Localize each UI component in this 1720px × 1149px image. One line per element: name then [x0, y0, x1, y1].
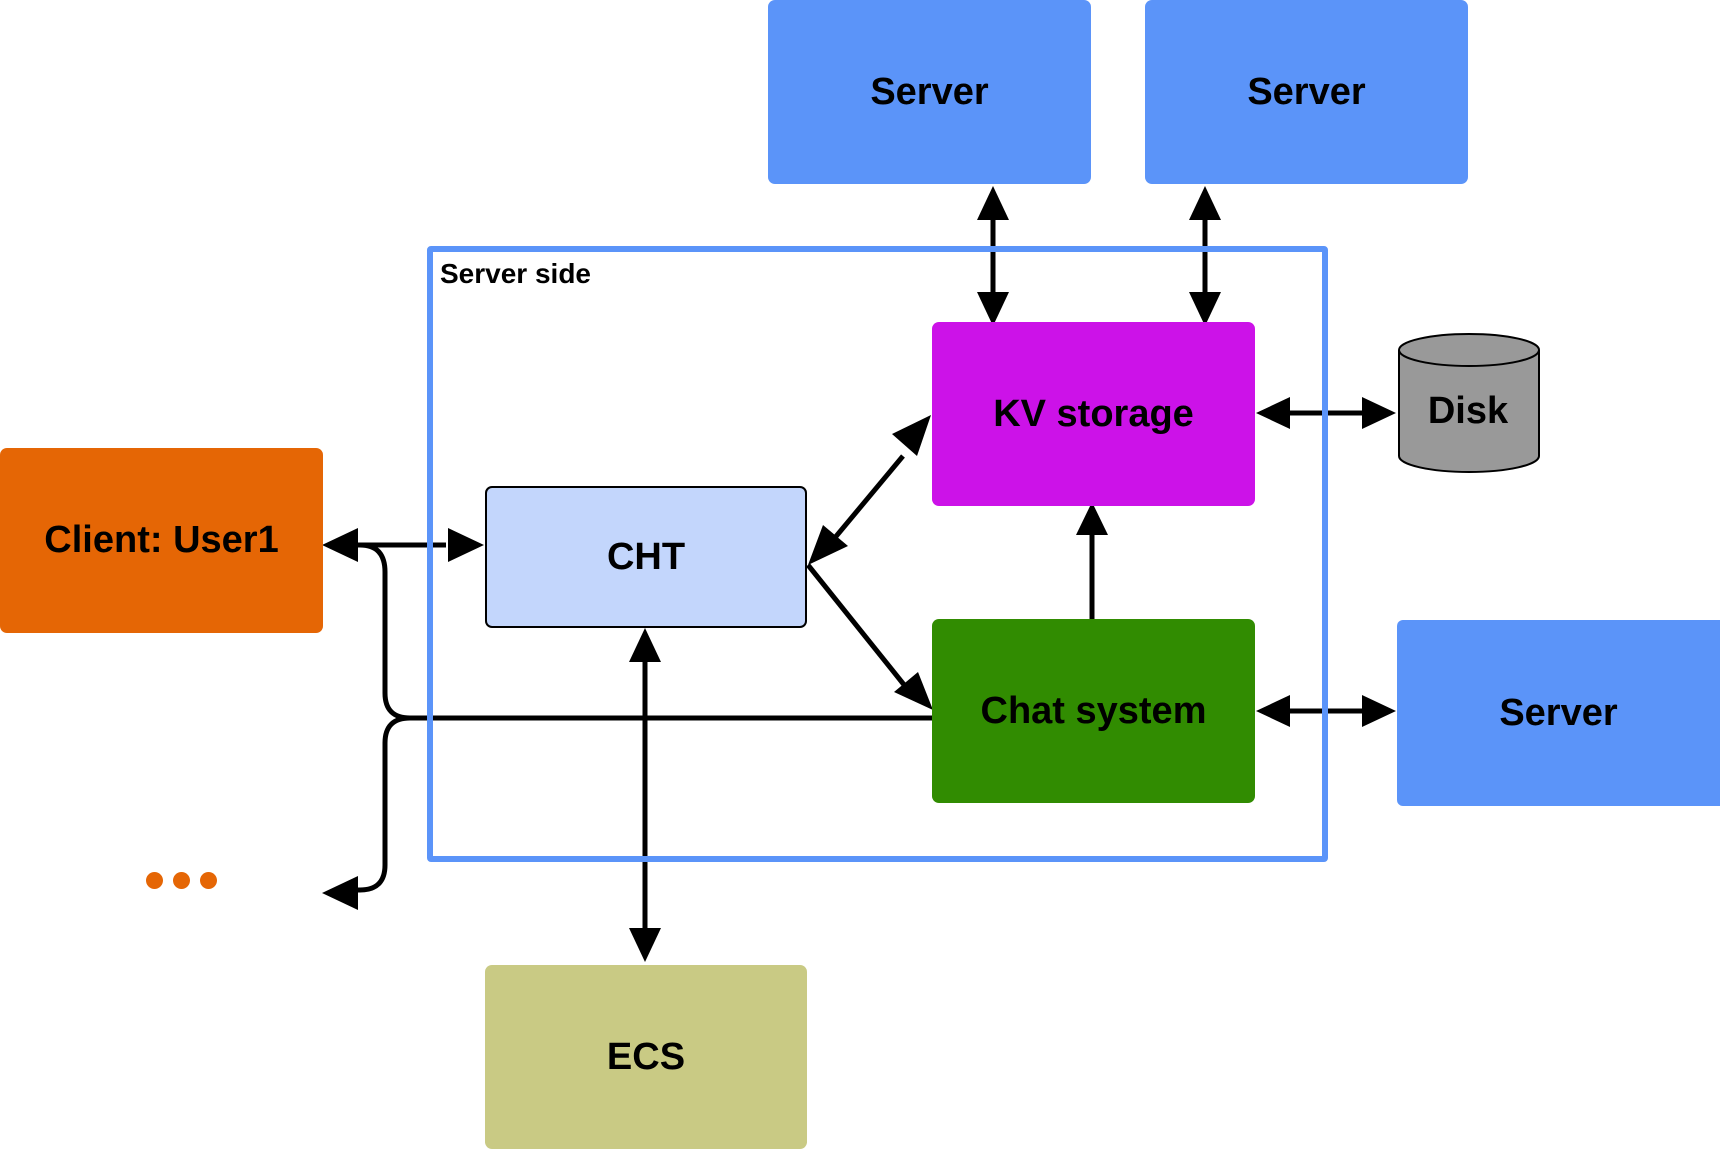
- ellipsis-dot: [173, 872, 190, 889]
- client-node[interactable]: Client: User1: [0, 448, 323, 633]
- arrowhead-server-r: [1362, 695, 1396, 727]
- disk-top: [1398, 333, 1540, 367]
- arrowhead-chat-right: [1256, 695, 1290, 727]
- server-top-right-node[interactable]: Server: [1145, 0, 1468, 184]
- server-right-node[interactable]: Server: [1397, 620, 1720, 806]
- arrowhead-kv-top-left: [977, 292, 1009, 326]
- ellipsis-dot: [146, 872, 163, 889]
- arrowhead-client: [322, 528, 358, 562]
- arrowhead-kv-right: [1256, 397, 1290, 429]
- arrowhead-cht-right-upper: [808, 525, 848, 565]
- ellipsis-dot: [200, 872, 217, 889]
- arrowhead-kv-bottom: [1076, 502, 1108, 535]
- kv-storage-node[interactable]: KV storage: [932, 322, 1255, 506]
- arrowhead-server-tr: [1189, 186, 1221, 220]
- disk-label: Disk: [1427, 390, 1509, 432]
- server-side-group-label: Server side: [440, 258, 591, 289]
- arrowhead-kv-left: [892, 415, 931, 456]
- arrowhead-kv-top-right: [1189, 292, 1221, 326]
- arrowhead-ecs: [629, 928, 661, 962]
- edge-cht-chat: [806, 563, 907, 688]
- arrowhead-server-tl: [977, 186, 1009, 220]
- arrowhead-disk: [1362, 397, 1396, 429]
- more-clients-ellipsis: [146, 872, 217, 889]
- arrowhead-cht-bottom: [629, 628, 661, 662]
- arrowhead-ellipsis: [322, 876, 358, 910]
- edge-cht-kv: [831, 454, 905, 542]
- server-top-left-node[interactable]: Server: [768, 0, 1091, 184]
- arrowhead-cht-left: [448, 528, 484, 562]
- cht-node[interactable]: CHT: [485, 486, 807, 628]
- chat-system-node[interactable]: Chat system: [932, 619, 1255, 803]
- server-side-group: [427, 246, 1328, 862]
- disk-body: [1398, 350, 1540, 473]
- disk-node[interactable]: [1396, 332, 1542, 476]
- arrowhead-chat-left: [894, 672, 933, 710]
- edge-chat-ellipsis: [350, 715, 411, 893]
- ecs-node[interactable]: ECS: [485, 965, 807, 1149]
